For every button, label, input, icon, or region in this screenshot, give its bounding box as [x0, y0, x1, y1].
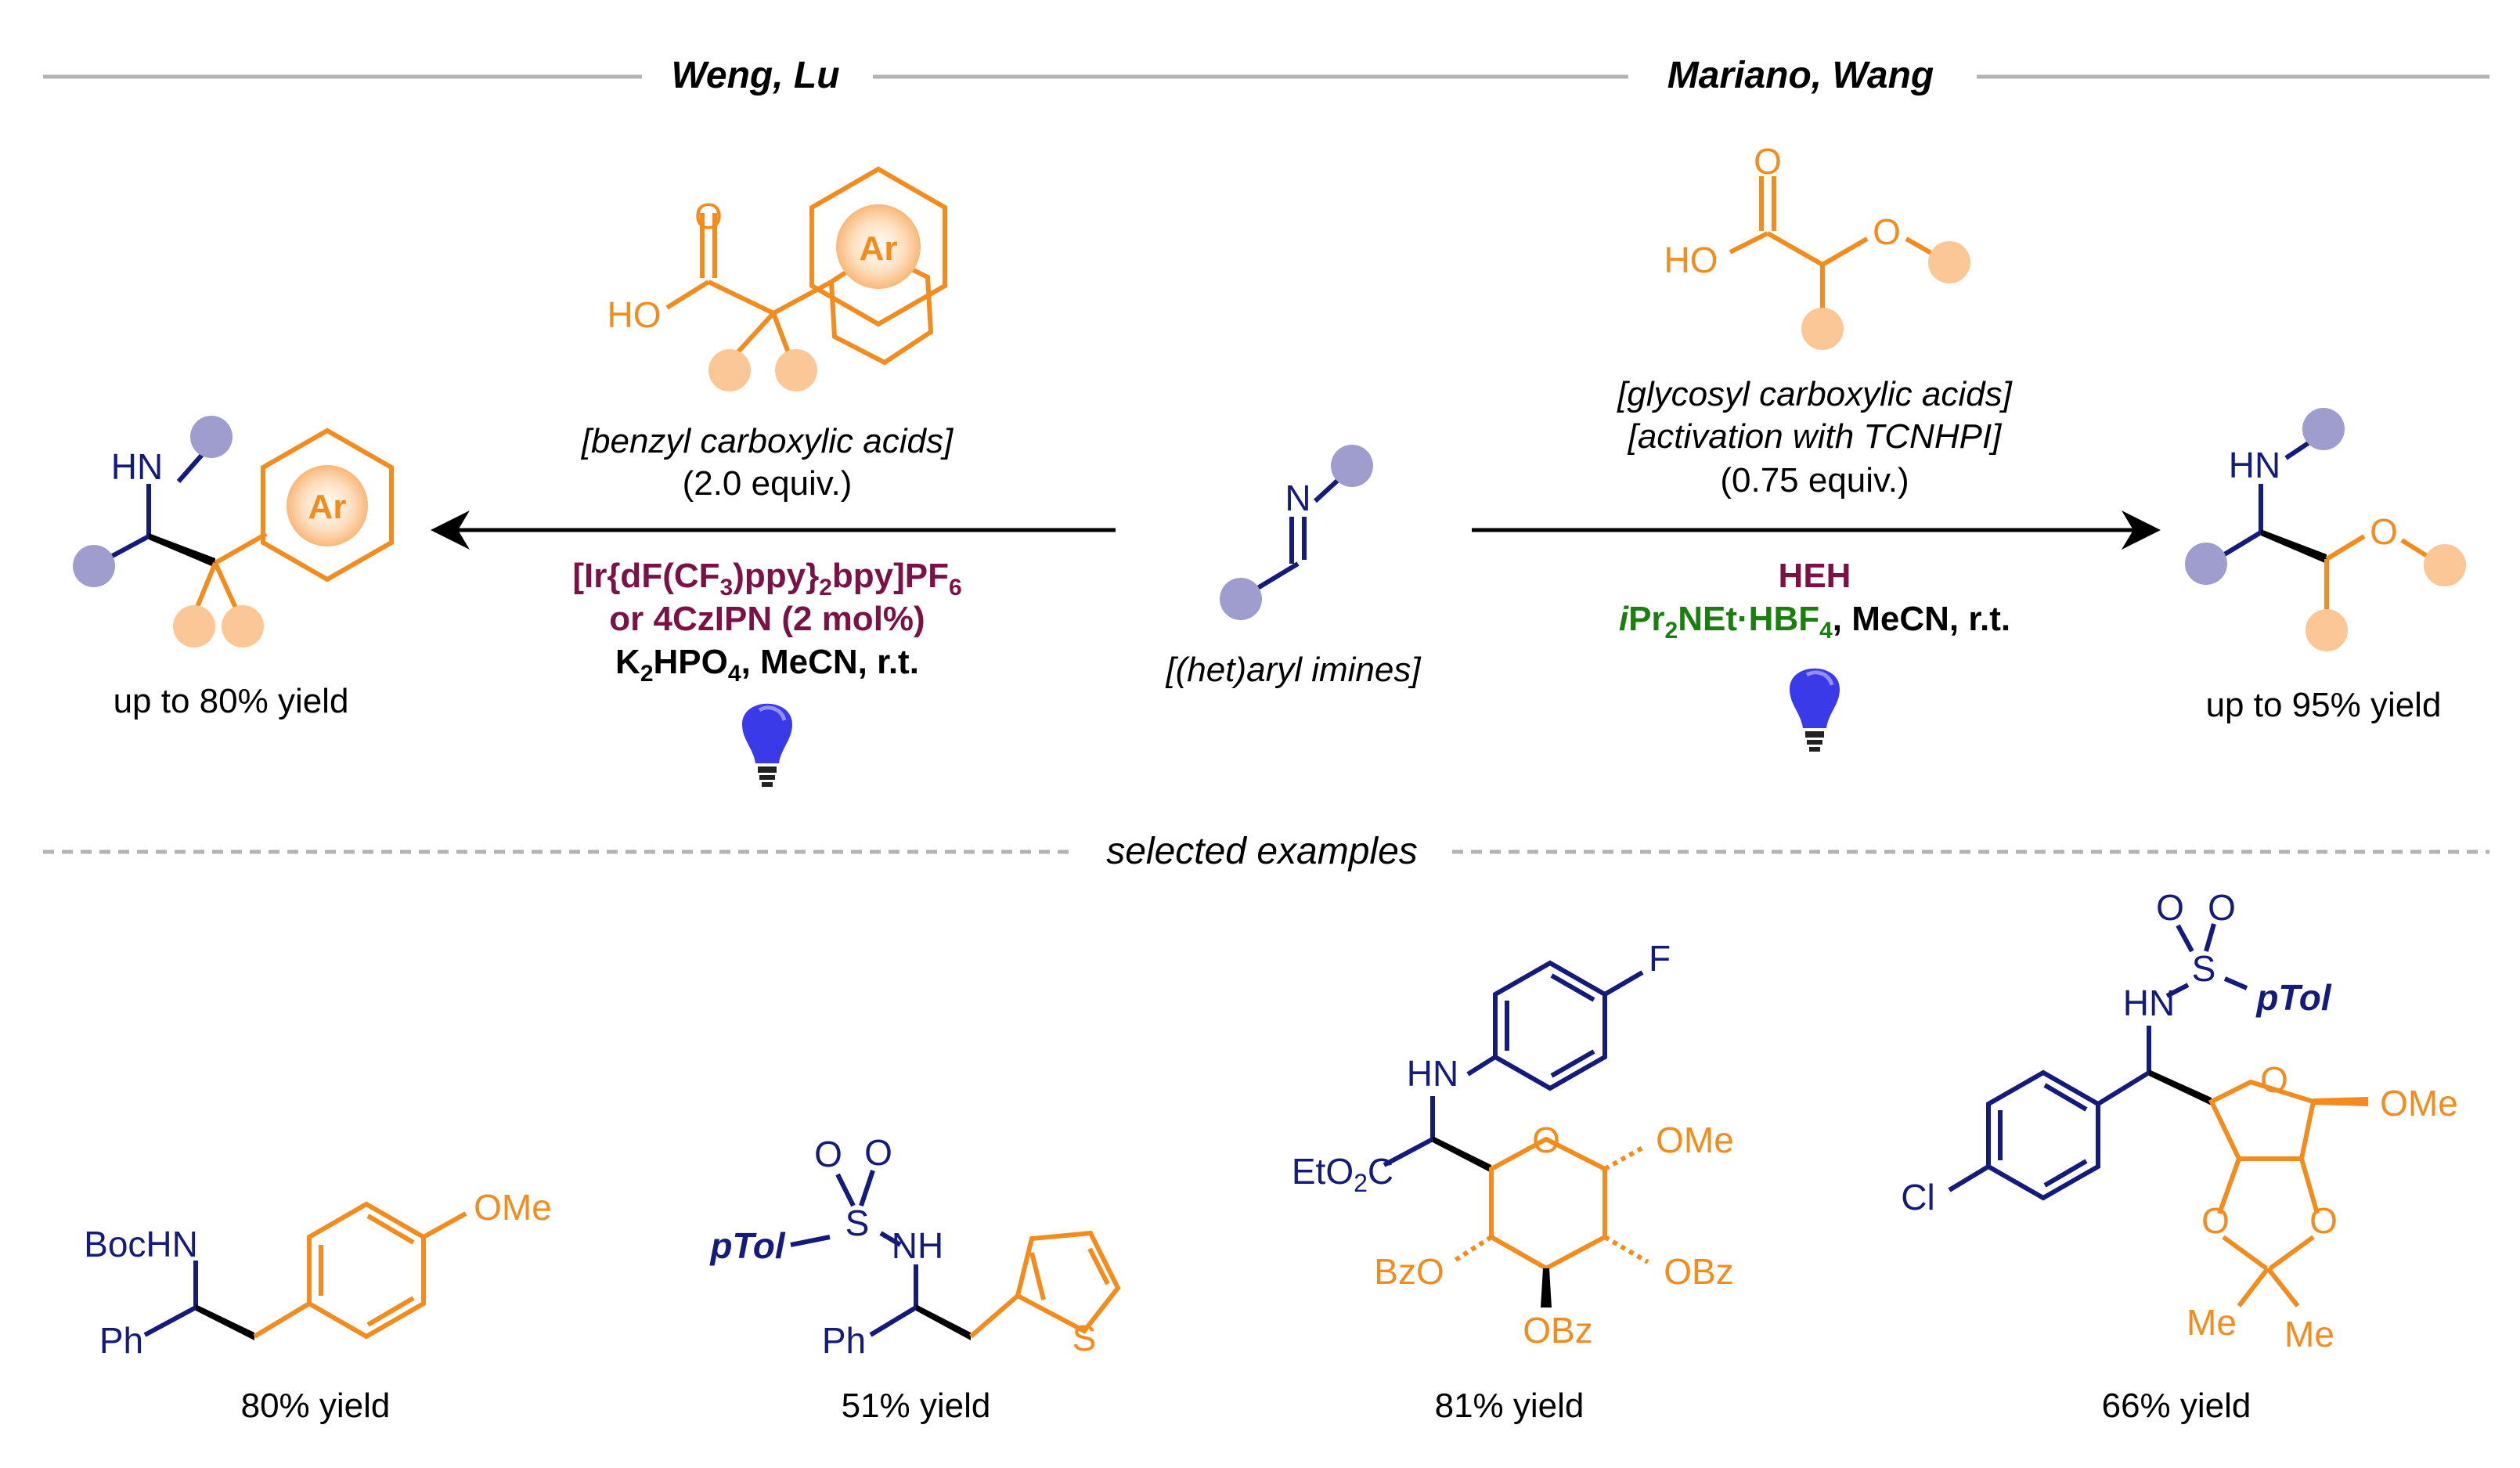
example-1-structure [143, 1201, 467, 1340]
example-2-yield: 51% yield [842, 1387, 991, 1425]
left-product-hn: HN [111, 446, 163, 487]
example-3-ome-label: OMe [1656, 1120, 1734, 1160]
example-2-ph-label: Ph [822, 1320, 866, 1361]
lightbulb-icon [1790, 668, 1840, 752]
left-base: K2HPO4, MeCN, r.t. [615, 643, 919, 687]
left-catalyst-line2: or 4CzIPN (2 mol%) [609, 600, 925, 638]
right-product-o: O [2370, 511, 2398, 552]
substituent-dot [775, 349, 817, 391]
left-reagent-class: [benzyl carboxylic acids] [581, 422, 954, 460]
example-2-ptol-label: pTol [708, 1225, 786, 1266]
substituent-dot [708, 349, 751, 391]
example-3-ring-o-label: O [1532, 1120, 1560, 1160]
example-4-cl-label: Cl [1901, 1177, 1934, 1217]
ar-hexagon [809, 166, 947, 327]
example-4-o3-label: O [2201, 1200, 2230, 1241]
substituent-dot [2305, 609, 2348, 651]
example-4-ptol-label: pTol [2255, 977, 2332, 1018]
example-4-structure [1948, 923, 2368, 1307]
example-3-aryl-ring [1493, 960, 1607, 1091]
left-yield: up to 80% yield [114, 682, 349, 720]
example-3-bzo-label: BzO [1374, 1251, 1444, 1292]
example-1-ring [307, 1201, 426, 1340]
lightbulb-icon [742, 703, 792, 787]
example-2-thiophene [1015, 1230, 1121, 1334]
example-4-aryl-ring [1986, 1069, 2100, 1201]
example-3-f-label: F [1649, 938, 1671, 979]
example-4-ome-label: OMe [2380, 1083, 2458, 1124]
right-activation: [activation with TCNHPI] [1628, 417, 2003, 456]
glycosyl-ho-label: HO [1664, 240, 1718, 280]
substituent-dot [190, 416, 233, 458]
example-4-me2-label: Me [2284, 1314, 2334, 1354]
example-3-obz2-label: OBz [1523, 1310, 1592, 1351]
right-product-structure [2214, 440, 2428, 619]
substituent-dot [2302, 408, 2345, 450]
header-right-authors: Mariano, Wang [1667, 55, 1934, 96]
ar-label: Ar [860, 229, 898, 268]
substituent-dot [2185, 543, 2227, 585]
example-2-o1-label: O [814, 1134, 842, 1174]
left-catalyst-line1: [Ir{dF(CF3)ppy}2bpy]PF6 [572, 557, 961, 601]
example-4-me1-label: Me [2187, 1302, 2237, 1343]
product-ar-hexagon [261, 427, 394, 583]
substituent-dot [1801, 308, 1844, 350]
right-reagent-heh: HEH [1779, 557, 1851, 595]
glycosyl-ether-o-label: O [1873, 211, 1901, 252]
right-yield: up to 95% yield [2206, 686, 2442, 724]
acid-o-label: O [694, 196, 723, 236]
header-left-authors: Weng, Lu [671, 55, 839, 96]
example-1-ph-label: Ph [99, 1320, 143, 1361]
example-4-ring-o-label: O [2260, 1059, 2288, 1100]
right-product-hn: HN [2229, 445, 2280, 485]
substituent-dot [1220, 578, 1262, 620]
left-reagent-equiv: (2.0 equiv.) [683, 464, 853, 503]
right-reagent-equiv: (0.75 equiv.) [1720, 461, 1909, 500]
imine-n-label: N [1285, 478, 1310, 518]
example-4-hn-label: HN [2123, 983, 2175, 1023]
substituent-dot [173, 605, 215, 647]
example-1-yield: 80% yield [241, 1387, 391, 1425]
glycosyl-o-label: O [1754, 141, 1782, 182]
product-ar-circle [287, 465, 368, 546]
substituent-dot [2424, 544, 2466, 586]
example-1-boc-label: BocHN [84, 1224, 198, 1264]
substituent-dot [73, 545, 115, 587]
product-ar-label: Ar [308, 488, 347, 526]
imine-class-label: [(het)aryl imines] [1165, 651, 1422, 689]
example-4-s-label: S [2192, 948, 2216, 989]
examples-header: selected examples [1106, 831, 1418, 872]
example-1-ome-label: OMe [474, 1187, 552, 1228]
example-4-yield: 66% yield [2102, 1387, 2251, 1425]
substituent-dot [1331, 445, 1373, 487]
example-3-ester-label: EtO2C [1292, 1151, 1393, 1197]
example-2-thio-s-label: S [1073, 1318, 1097, 1358]
example-3-yield: 81% yield [1435, 1387, 1584, 1425]
substituent-dot [222, 605, 264, 647]
example-3-obz1-label: OBz [1664, 1251, 1733, 1292]
example-4-o2-label: O [2208, 887, 2236, 928]
right-reagent-base: iPr2NEt·HBF4, MeCN, r.t. [1619, 600, 2010, 644]
right-reagent-class: [glycosyl carboxylic acids] [1617, 375, 2013, 413]
glycosyl-acid-structure [1729, 176, 1935, 319]
example-3-hn-label: HN [1407, 1053, 1458, 1094]
example-2-structure [790, 1170, 1121, 1340]
top-header: Weng, Lu Mariano, Wang [43, 55, 2489, 96]
ar-circle [836, 204, 921, 289]
example-3-structure [1383, 960, 1649, 1307]
example-4-furanose [2208, 1079, 2316, 1161]
example-2-o2-label: O [864, 1132, 892, 1173]
example-2-nh-label: NH [892, 1225, 943, 1266]
substituent-dot [1928, 241, 1970, 283]
example-4-o1-label: O [2156, 887, 2184, 928]
example-2-s-label: S [845, 1203, 870, 1243]
example-4-o4-label: O [2309, 1200, 2338, 1241]
acid-ho-label: HO [607, 294, 662, 335]
